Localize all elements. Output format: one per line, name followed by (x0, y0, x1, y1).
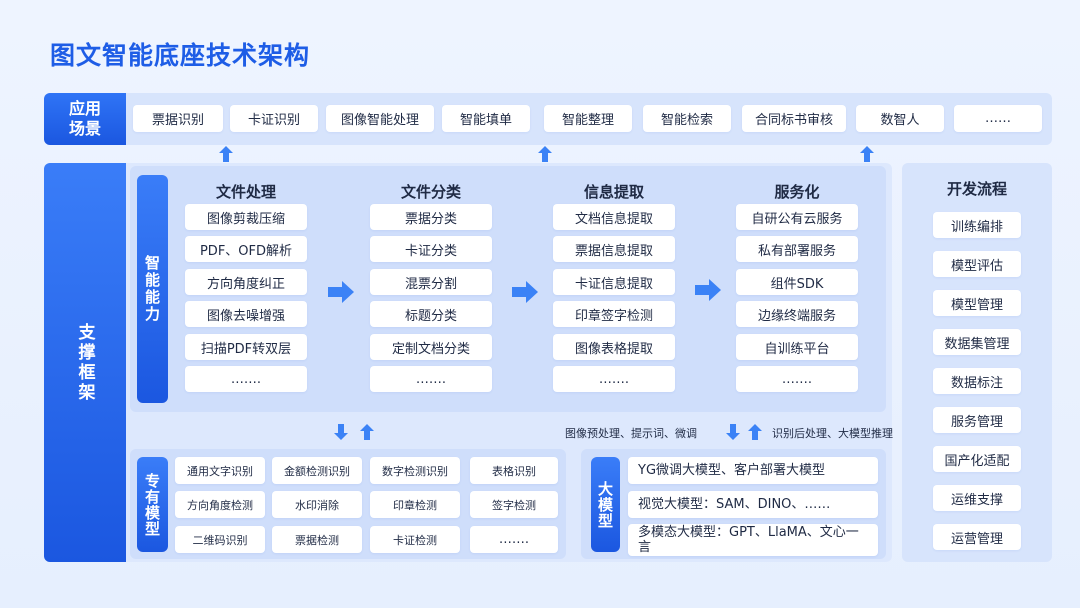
model-cell[interactable]: 印章检测 (370, 491, 460, 518)
capability-cell[interactable]: 自训练平台 (736, 334, 858, 360)
app-item[interactable]: 智能整理 (544, 105, 632, 132)
model-cell[interactable]: 卡证检测 (370, 526, 460, 553)
model-cell[interactable]: 票据检测 (272, 526, 362, 553)
capability-cell[interactable]: 卡证信息提取 (553, 269, 675, 295)
capability-cell[interactable]: ……. (370, 366, 492, 392)
large-model-cell[interactable]: 多模态大模型：GPT、LlaMA、文心一言 (628, 524, 878, 556)
dev-process-item[interactable]: 训练编排 (933, 212, 1021, 238)
model-cell[interactable]: 数字检测识别 (370, 457, 460, 484)
app-item[interactable]: 数智人 (856, 105, 944, 132)
capability-cell[interactable]: 混票分割 (370, 269, 492, 295)
capability-cell[interactable]: 自研公有云服务 (736, 204, 858, 230)
app-item[interactable]: …… (954, 105, 1042, 132)
column-header-file-processing: 文件处理 (215, 183, 276, 201)
right-arrow-icon (512, 281, 538, 303)
capability-cell[interactable]: 方向角度纠正 (185, 269, 307, 295)
capability-cell[interactable]: 私有部署服务 (736, 236, 858, 262)
model-cell[interactable]: 签字检测 (470, 491, 558, 518)
model-cell[interactable]: ……. (470, 526, 558, 553)
app-item[interactable]: 图像智能处理 (326, 105, 434, 132)
model-cell[interactable]: 金额检测识别 (272, 457, 362, 484)
app-item[interactable]: 票据识别 (133, 105, 223, 132)
up-arrow-icon (748, 424, 762, 440)
capability-cell[interactable]: 定制文档分类 (370, 334, 492, 360)
application-label-text: 应用场景 (68, 99, 101, 138)
large-models-label: 大模型 (591, 457, 620, 552)
app-item[interactable]: 卡证识别 (230, 105, 318, 132)
capability-cell[interactable]: 图像去噪增强 (185, 301, 307, 327)
dev-process-item[interactable]: 国产化适配 (933, 446, 1021, 472)
capability-cell[interactable]: 图像剪裁压缩 (185, 204, 307, 230)
app-item[interactable]: 智能检索 (643, 105, 731, 132)
up-arrow-icon (538, 146, 552, 162)
capability-cell[interactable]: PDF、OFD解析 (185, 236, 307, 262)
large-models-label-text: 大模型 (596, 480, 614, 529)
dev-process-item[interactable]: 模型评估 (933, 251, 1021, 277)
right-arrow-icon (695, 279, 721, 301)
model-cell[interactable]: 表格识别 (470, 457, 558, 484)
support-framework-label-text: 支撑框架 (74, 322, 95, 403)
right-arrow-icon (328, 281, 354, 303)
specialized-models-label-text: 专有模型 (143, 472, 161, 537)
down-arrow-icon (726, 424, 740, 440)
down-arrow-icon (334, 424, 348, 440)
postprocess-label: 识别后处理、大模型推理 (772, 427, 893, 440)
intelligence-label: 智能能力 (137, 175, 168, 403)
capability-cell[interactable]: 边缘终端服务 (736, 301, 858, 327)
up-arrow-icon (360, 424, 374, 440)
app-item[interactable]: 合同标书审核 (742, 105, 846, 132)
capability-cell[interactable]: 票据分类 (370, 204, 492, 230)
dev-process-item[interactable]: 模型管理 (933, 290, 1021, 316)
model-cell[interactable]: 方向角度检测 (175, 491, 265, 518)
up-arrow-icon (219, 146, 233, 162)
column-header-info-extraction: 信息提取 (583, 183, 644, 201)
capability-cell[interactable]: 印章签字检测 (553, 301, 675, 327)
column-header-service: 服务化 (774, 183, 820, 201)
capability-cell[interactable]: 票据信息提取 (553, 236, 675, 262)
preprocess-label: 图像预处理、提示词、微调 (565, 427, 697, 440)
capability-cell[interactable]: ……. (185, 366, 307, 392)
dev-process-item[interactable]: 数据标注 (933, 368, 1021, 394)
dev-process-item[interactable]: 数据集管理 (933, 329, 1021, 355)
capability-cell[interactable]: ……. (553, 366, 675, 392)
dev-process-title: 开发流程 (946, 180, 1007, 198)
support-framework-label: 支撑框架 (44, 163, 126, 562)
intelligence-label-text: 智能能力 (143, 255, 161, 323)
model-cell[interactable]: 二维码识别 (175, 526, 265, 553)
application-label: 应用场景 (44, 93, 126, 145)
capability-cell[interactable]: ……. (736, 366, 858, 392)
capability-cell[interactable]: 标题分类 (370, 301, 492, 327)
capability-cell[interactable]: 图像表格提取 (553, 334, 675, 360)
capability-cell[interactable]: 扫描PDF转双层 (185, 334, 307, 360)
model-cell[interactable]: 水印消除 (272, 491, 362, 518)
up-arrow-icon (860, 146, 874, 162)
dev-process-item[interactable]: 运维支撑 (933, 485, 1021, 511)
column-header-file-classification: 文件分类 (400, 183, 461, 201)
dev-process-item[interactable]: 运营管理 (933, 524, 1021, 550)
capability-cell[interactable]: 组件SDK (736, 269, 858, 295)
page-title: 图文智能底座技术架构 (50, 41, 311, 70)
capability-cell[interactable]: 文档信息提取 (553, 204, 675, 230)
app-item[interactable]: 智能填单 (442, 105, 530, 132)
model-cell[interactable]: 通用文字识别 (175, 457, 265, 484)
specialized-models-label: 专有模型 (137, 457, 168, 552)
large-model-cell[interactable]: YG微调大模型、客户部署大模型 (628, 457, 878, 484)
capability-cell[interactable]: 卡证分类 (370, 236, 492, 262)
large-model-cell[interactable]: 视觉大模型：SAM、DINO、…… (628, 491, 878, 518)
dev-process-item[interactable]: 服务管理 (933, 407, 1021, 433)
